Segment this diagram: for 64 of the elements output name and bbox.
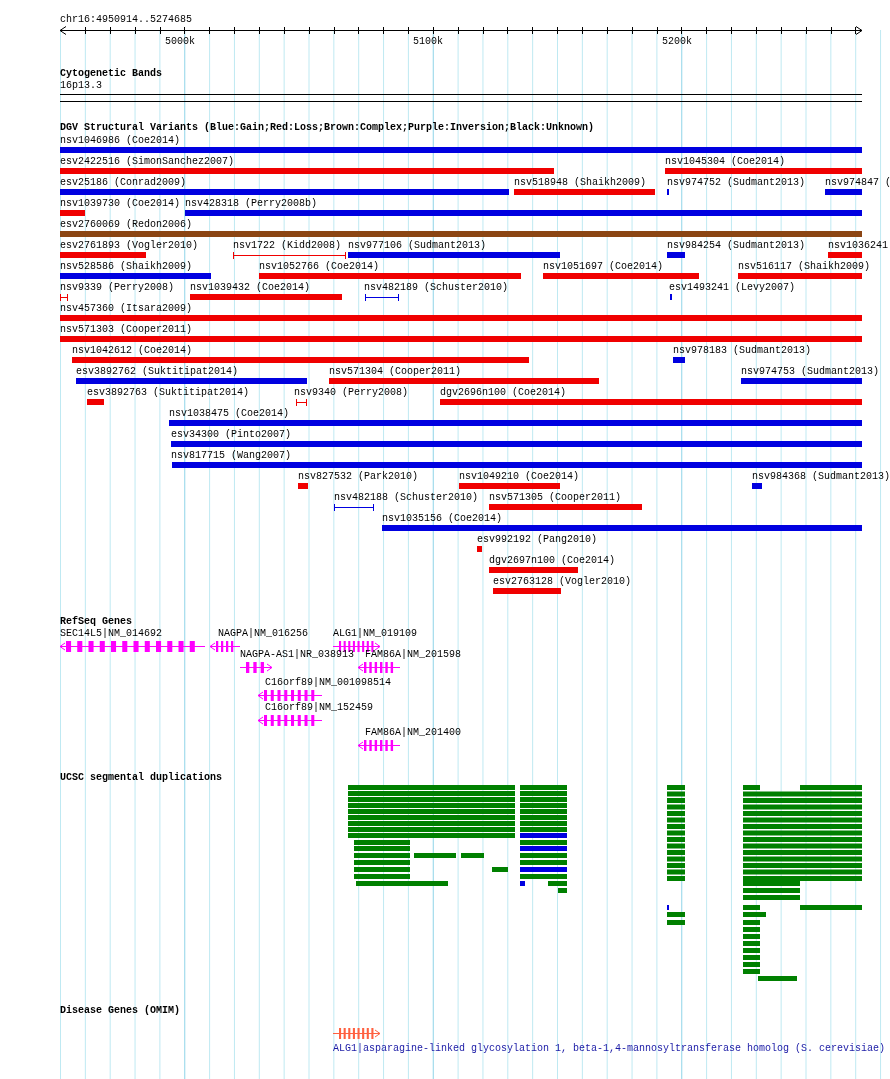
variant-label: esv2761893 (Vogler2010) bbox=[60, 240, 199, 251]
variant-label: nsv428318 (Perry2008b) bbox=[185, 198, 318, 209]
variant-label: nsv1722 (Kidd2008) bbox=[233, 240, 342, 251]
variant-label: nsv1051697 (Coe2014) bbox=[543, 261, 664, 272]
variant-label: nsv571304 (Cooper2011) bbox=[329, 366, 462, 377]
variant-label: esv1493241 (Levy2007) bbox=[669, 282, 796, 293]
variant-label: nsv482189 (Schuster2010) bbox=[364, 282, 509, 293]
variant-label: dgv2696n100 (Coe2014) bbox=[440, 387, 567, 398]
variant-label: nsv9339 (Perry2008) bbox=[60, 282, 175, 293]
variant-label: esv3892762 (Suktitipat2014) bbox=[76, 366, 239, 377]
variant-label: nsv9340 (Perry2008) bbox=[294, 387, 409, 398]
gene-label: SEC14L5|NM_014692 bbox=[60, 628, 163, 639]
gene-label: C16orf89|NM_152459 bbox=[265, 702, 374, 713]
variant-label: esv2763128 (Vogler2010) bbox=[493, 576, 632, 587]
variant-label: nsv1049210 (Coe2014) bbox=[459, 471, 580, 482]
variant-label: nsv1038475 (Coe2014) bbox=[169, 408, 290, 419]
variant-label: esv2422516 (SimonSanchez2007) bbox=[60, 156, 235, 167]
variant-label: nsv984368 (Sudmant2013) bbox=[752, 471, 890, 482]
band-label: 16p13.3 bbox=[60, 80, 102, 91]
variant-label: nsv1046986 (Coe2014) bbox=[60, 135, 181, 146]
variant-label: esv2760069 (Redon2006) bbox=[60, 219, 193, 230]
track-title: Disease Genes (OMIM) bbox=[60, 1005, 181, 1016]
tick-label: 5000k bbox=[165, 36, 195, 47]
variant-label: nsv1036241 bbox=[828, 240, 888, 251]
variant-label: nsv817715 (Wang2007) bbox=[171, 450, 292, 461]
variant-label: nsv518948 (Shaikh2009) bbox=[514, 177, 647, 188]
variant-label: nsv827532 (Park2010) bbox=[298, 471, 419, 482]
variant-label: esv34300 (Pinto2007) bbox=[171, 429, 292, 440]
variant-label: nsv974847 ( bbox=[825, 177, 890, 188]
tick-label: 5200k bbox=[662, 36, 692, 47]
variant-label: nsv977106 (Sudmant2013) bbox=[348, 240, 487, 251]
gene-label: NAGPA|NM_016256 bbox=[218, 628, 308, 639]
gene-label: NAGPA-AS1|NR_038913 bbox=[240, 649, 355, 660]
variant-label: nsv1052766 (Coe2014) bbox=[259, 261, 380, 272]
track-title: DGV Structural Variants (Blue:Gain;Red:Loss;Brown:Complex;Purple:Inversion;Black:Unknown) bbox=[60, 122, 595, 133]
variant-label: nsv528586 (Shaikh2009) bbox=[60, 261, 193, 272]
variant-label: nsv984254 (Sudmant2013) bbox=[667, 240, 806, 251]
track-title: RefSeq Genes bbox=[60, 616, 132, 627]
variant-label: nsv1035156 (Coe2014) bbox=[382, 513, 503, 524]
gene-label: C16orf89|NM_001098514 bbox=[265, 677, 392, 688]
gene-description: ALG1|asparagine-linked glycosylation 1, beta-1,4-mannosyltransferase homolog (S. cerevisiae) bbox=[333, 1043, 886, 1054]
variant-label: nsv974753 (Sudmant2013) bbox=[741, 366, 880, 377]
variant-label: dgv2697n100 (Coe2014) bbox=[489, 555, 616, 566]
variant-label: nsv457360 (Itsara2009) bbox=[60, 303, 193, 314]
variant-label: nsv516117 (Shaikh2009) bbox=[738, 261, 871, 272]
gene-label: ALG1|NM_019109 bbox=[333, 628, 417, 639]
track-title: Cytogenetic Bands bbox=[60, 68, 163, 79]
variant-label: nsv571305 (Cooper2011) bbox=[489, 492, 622, 503]
variant-label: esv25186 (Conrad2009) bbox=[60, 177, 187, 188]
variant-label: nsv1039730 (Coe2014) bbox=[60, 198, 181, 209]
variant-label: nsv978183 (Sudmant2013) bbox=[673, 345, 812, 356]
variant-label: esv992192 (Pang2010) bbox=[477, 534, 598, 545]
gene-label: FAM86A|NM_201400 bbox=[365, 727, 461, 738]
variant-label: nsv1045304 (Coe2014) bbox=[665, 156, 786, 167]
variant-label: nsv1039432 (Coe2014) bbox=[190, 282, 311, 293]
variant-label: nsv974752 (Sudmant2013) bbox=[667, 177, 806, 188]
variant-label: esv3892763 (Suktitipat2014) bbox=[87, 387, 250, 398]
variant-label: nsv482188 (Schuster2010) bbox=[334, 492, 479, 503]
tick-label: 5100k bbox=[413, 36, 443, 47]
variant-label: nsv1042612 (Coe2014) bbox=[72, 345, 193, 356]
track-title: UCSC segmental duplications bbox=[60, 772, 223, 783]
gene-label: FAM86A|NM_201598 bbox=[365, 649, 461, 660]
variant-label: nsv571303 (Cooper2011) bbox=[60, 324, 193, 335]
position-label: chr16:4950914..5274685 bbox=[60, 14, 193, 25]
